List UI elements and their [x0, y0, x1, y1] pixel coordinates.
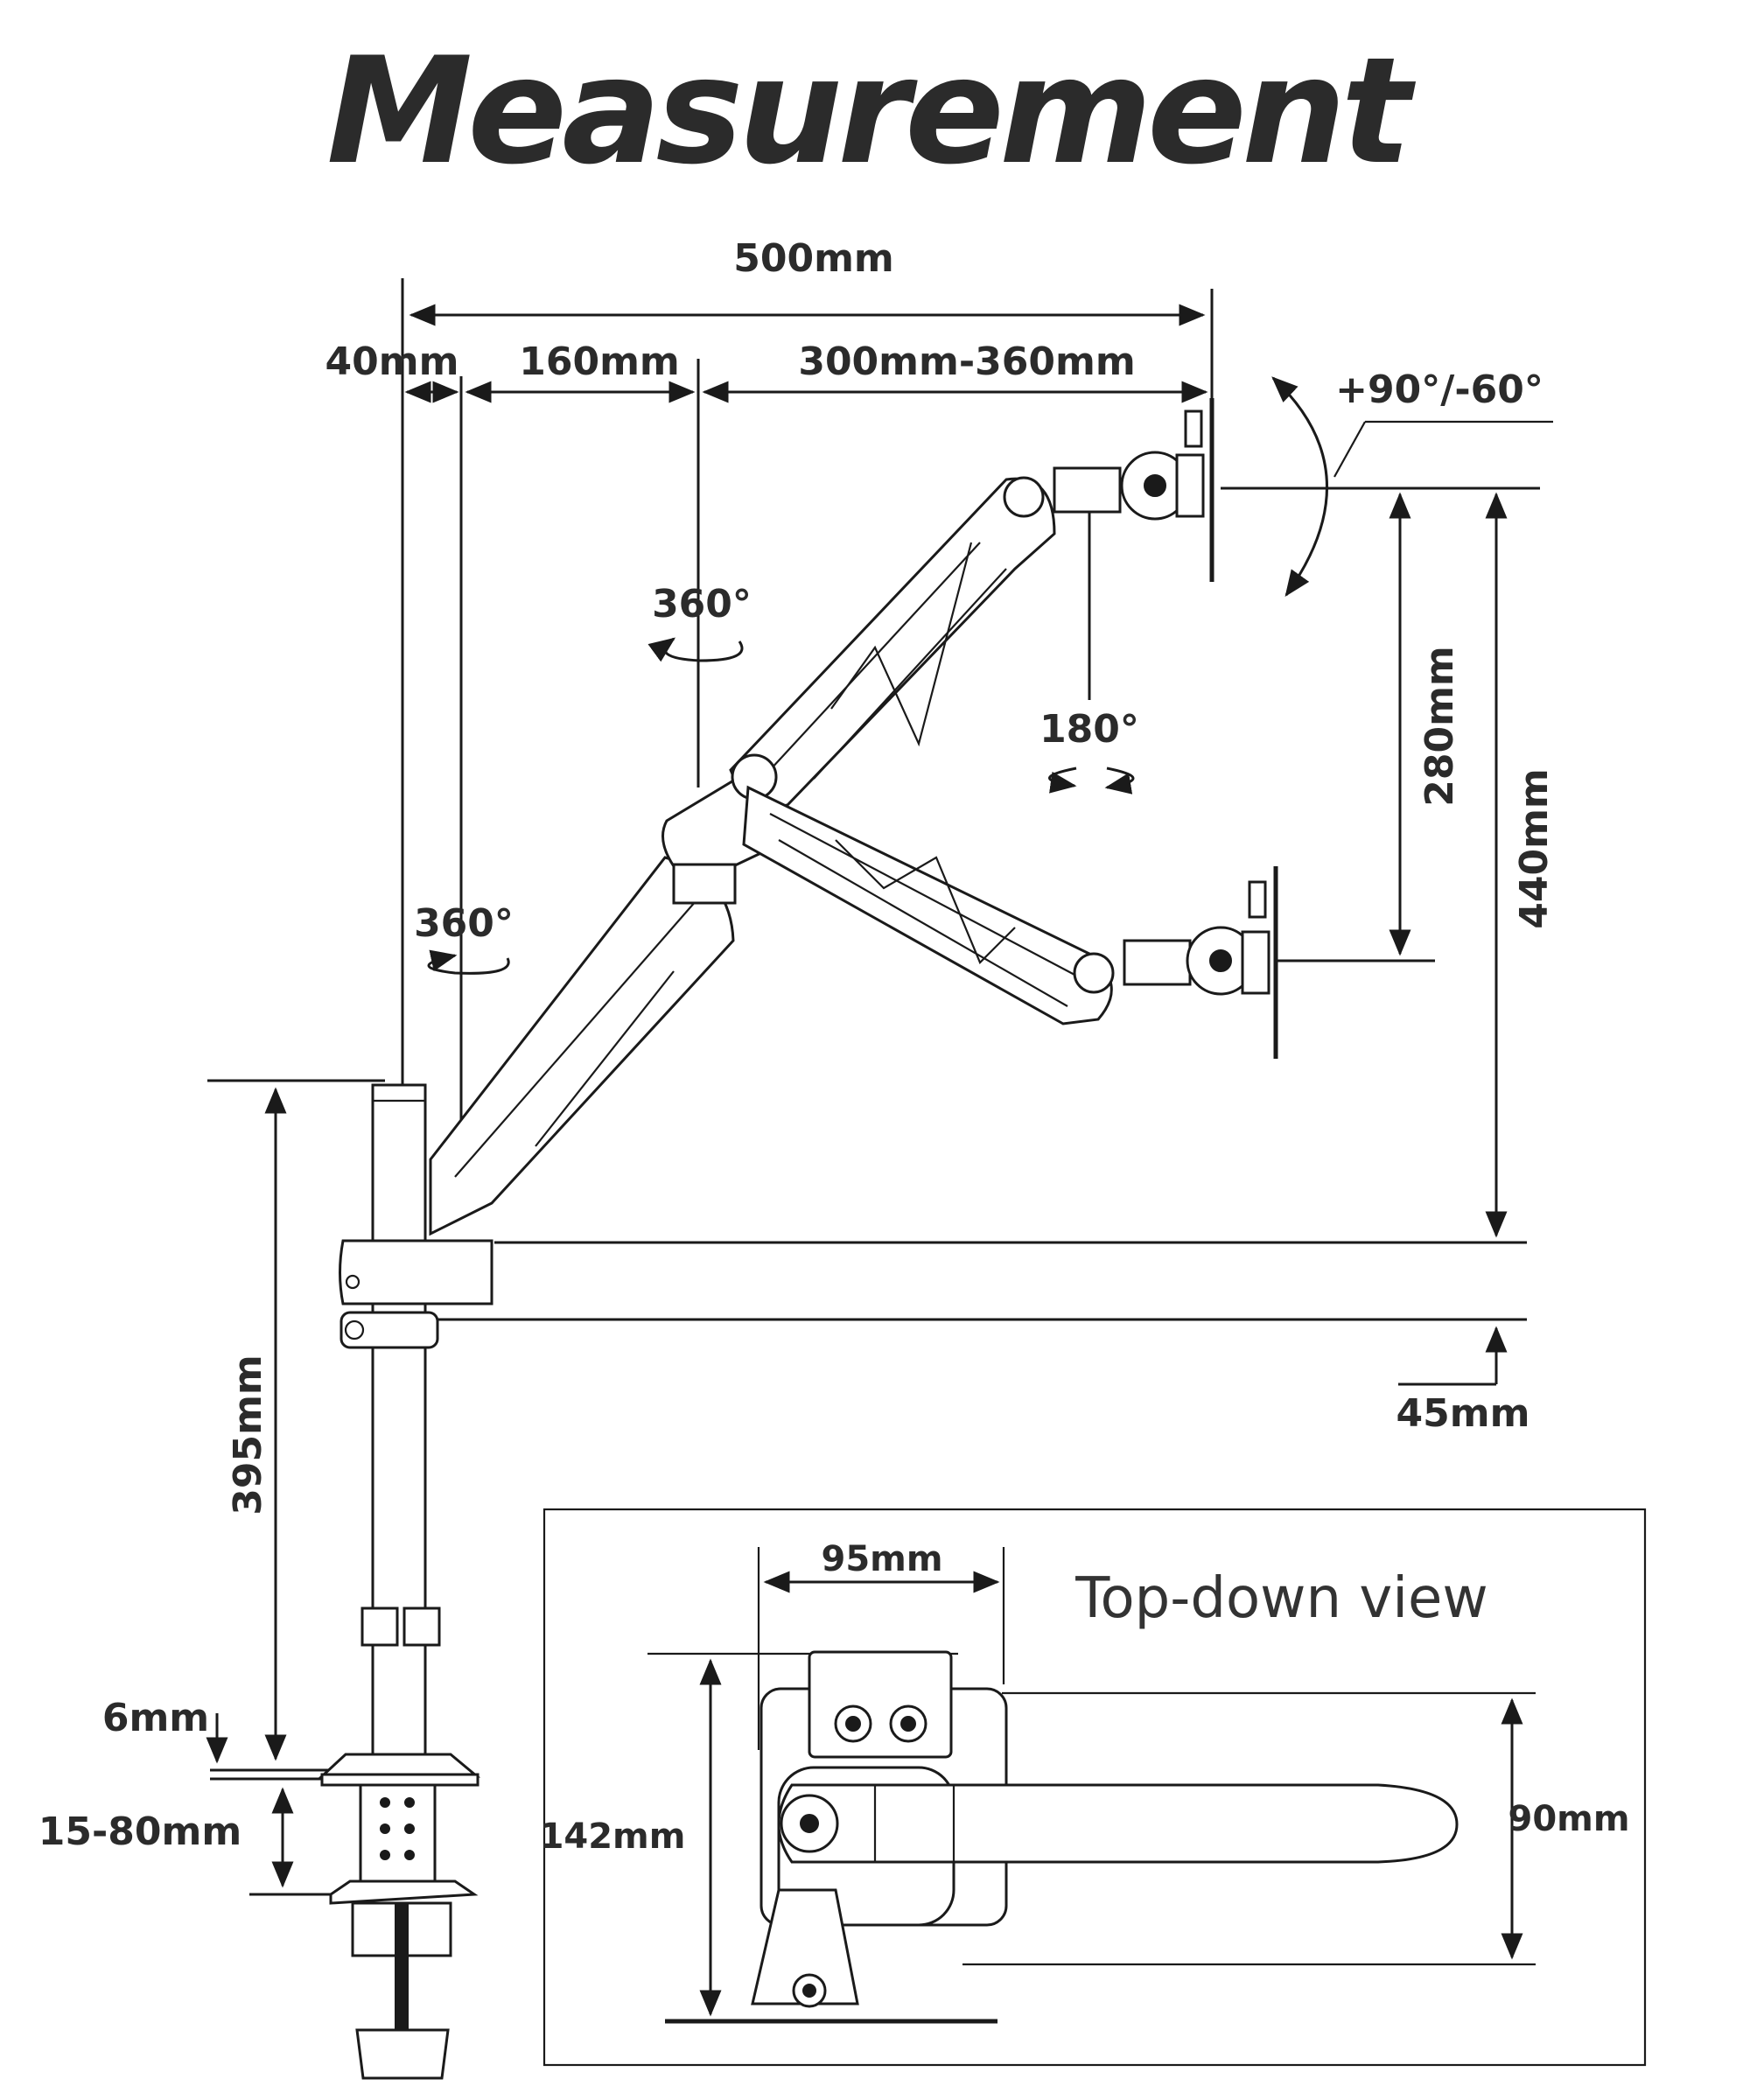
rotation-head: 180° [1040, 506, 1139, 794]
top-view-width-label: 95mm [821, 1539, 942, 1579]
upper-arm-label: 300mm-360mm [798, 340, 1135, 384]
rotation-upper: 360° [648, 582, 752, 662]
desk-plate [318, 1753, 481, 1778]
base-to-arm-label: 45mm [1396, 1391, 1530, 1436]
tilt-label: +90°/-60° [1335, 368, 1544, 412]
tilt-indicator: +90°/-60° [1271, 368, 1553, 598]
top-down-view-panel: Top-down view 95mm 142mm 90mm [540, 1508, 1647, 2067]
top-view-arm [777, 1783, 1459, 1864]
pole-offset-label: 40mm [326, 340, 459, 384]
upper-arm-lowered [742, 785, 1113, 1026]
reach-dimensions: 500mm 40mm 160mm 300mm-360mm [326, 236, 1214, 1129]
top-view-title: Top-down view [1074, 1566, 1488, 1631]
upper-arm-raised [729, 477, 1056, 808]
vertical-travel-label: 280mm [1418, 646, 1462, 807]
clamp-knob [355, 2028, 450, 2080]
desk-plate-label: 6mm [102, 1696, 209, 1740]
rotation-pole: 360° [414, 901, 514, 975]
desk-thickness-label: 15-80mm [38, 1810, 242, 1854]
page-title: Measurement [326, 25, 1416, 197]
pole [371, 1083, 427, 1769]
top-view-arm-width-label: 90mm [1508, 1799, 1629, 1839]
total-reach-label: 500mm [733, 236, 894, 281]
arm-base [339, 1239, 494, 1306]
rotate-pole-label: 360° [414, 901, 514, 946]
clamp-column [359, 1783, 437, 1883]
pole-dimensions: 395mm 6mm 15-80mm [38, 1079, 385, 1896]
rotate-upper-label: 360° [652, 582, 752, 626]
top-view-depth-label: 142mm [540, 1816, 686, 1857]
lower-arm-label: 160mm [519, 340, 680, 384]
monitor-arm-drawing [318, 398, 1278, 2080]
max-height-label: 440mm [1512, 768, 1557, 929]
swivel-head-label: 180° [1040, 707, 1139, 752]
height-dimensions: 280mm 440mm 45mm [438, 486, 1557, 1436]
pole-height-label: 395mm [226, 1354, 270, 1516]
